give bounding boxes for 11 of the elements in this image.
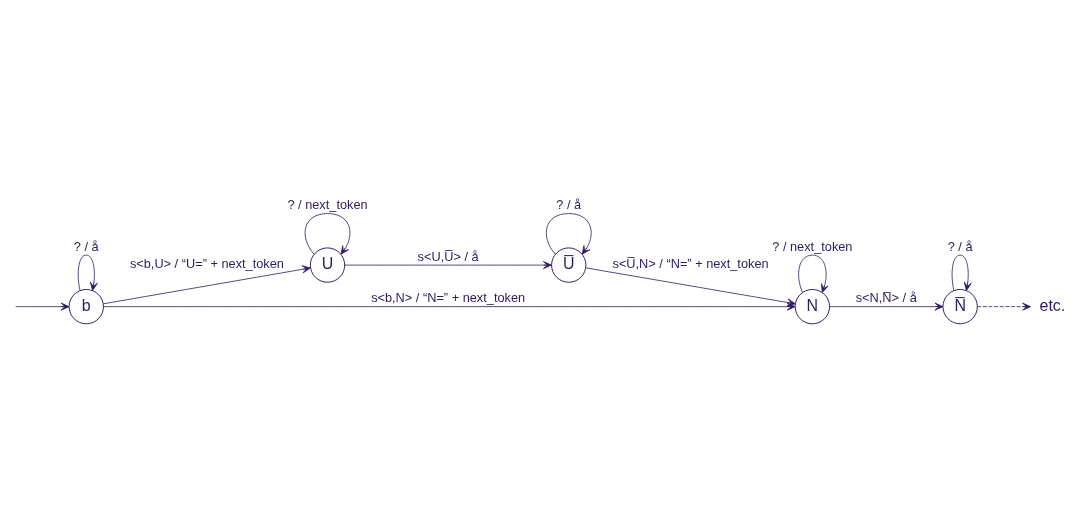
edge-label: s<U̅,N> / “N=” + next_token [612,256,769,272]
edge-label: ? / å [556,197,582,213]
edge-label: ? / å [73,238,99,254]
edge-label: s<U,U̅> / å [417,248,479,264]
edge-label: s<b,U> / “U=” + next_token [129,256,284,272]
edge-label: s<N,N̅> / å [855,290,917,306]
edge-label: s<b,N> / “N=” + next_token [371,290,526,306]
edge-label: ? / next_token [772,238,853,254]
edge-label: ? / next_token [287,197,368,213]
node-text: etc. [1039,296,1066,314]
edge-label: ? / å [947,238,973,254]
